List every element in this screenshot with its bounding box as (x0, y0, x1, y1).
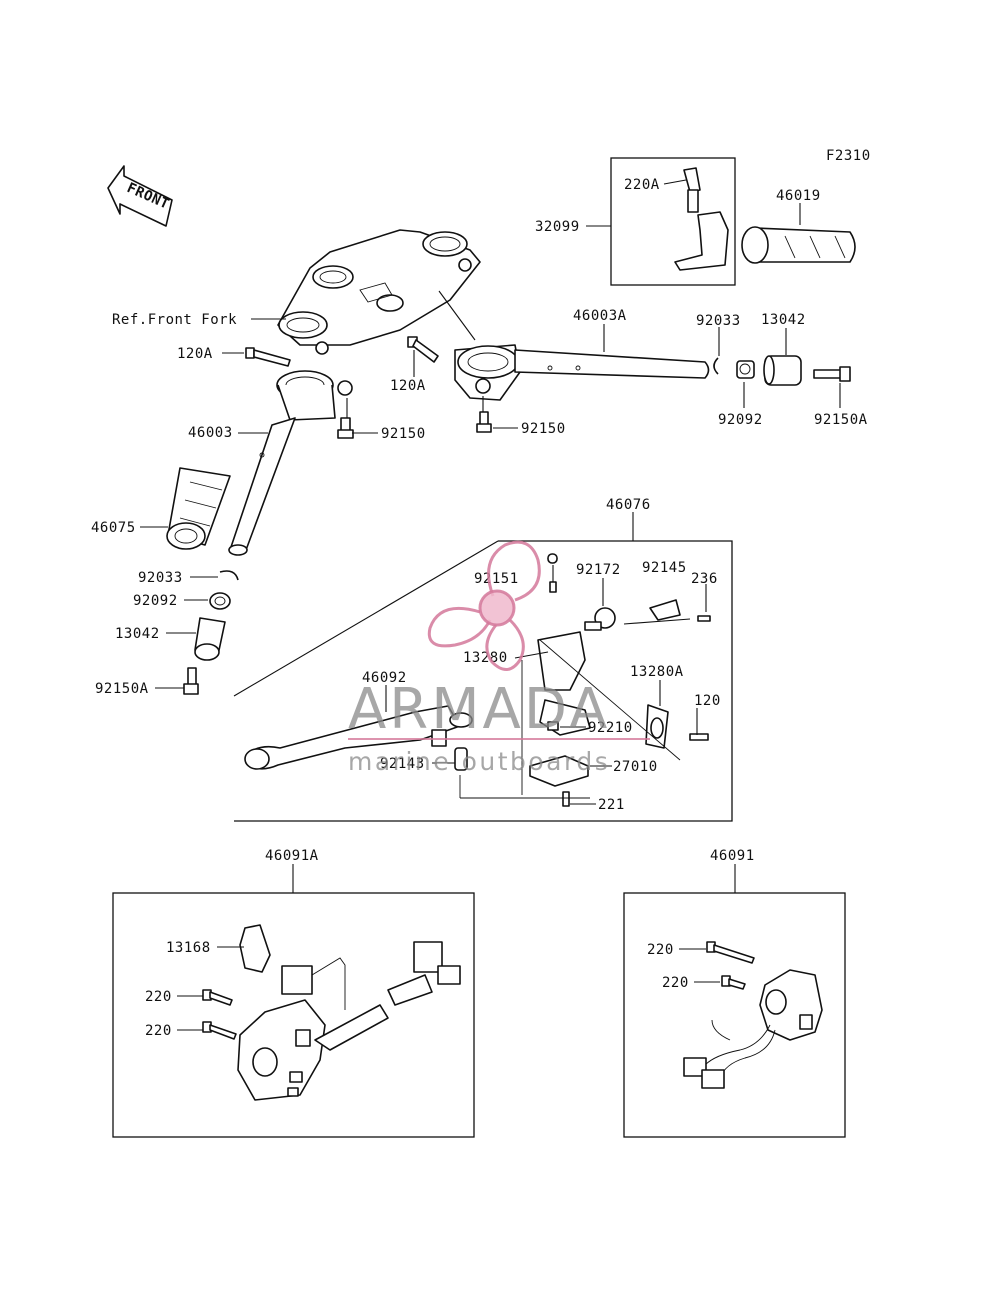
figure-code: F2310 (826, 148, 871, 164)
right-handlebar (454, 344, 710, 401)
label-46076: 46076 (606, 497, 651, 513)
label-46003A: 46003A (573, 308, 627, 324)
bolt-120A-center (407, 336, 439, 363)
label-220-a: 220 (145, 989, 172, 1005)
label-92151: 92151 (474, 571, 519, 587)
bolt-92150A-left (183, 667, 199, 695)
label-120: 120 (694, 693, 721, 709)
weight-13042-right (763, 355, 802, 386)
clutch-lever-assembly (244, 553, 711, 807)
label-92150-center: 92150 (521, 421, 566, 437)
label-92150A-left: 92150A (95, 681, 149, 697)
collar-92092-left (209, 592, 231, 610)
label-92033-left: 92033 (138, 570, 183, 586)
label-13042-left: 13042 (115, 626, 160, 642)
label-92145: 92145 (642, 560, 687, 576)
ref-front-fork-label: Ref.Front Fork (112, 312, 237, 328)
clutch-lever-box (234, 540, 733, 822)
label-46003: 46003 (188, 425, 233, 441)
bolt-92150-center (476, 411, 492, 433)
label-220-b: 220 (145, 1023, 172, 1039)
label-92092-left: 92092 (133, 593, 178, 609)
bolt-92150-left (337, 417, 354, 439)
watermark-brand: ARMADA (348, 677, 610, 742)
label-220A: 220A (624, 177, 660, 193)
label-236: 236 (691, 571, 718, 587)
label-46091A: 46091A (265, 848, 319, 864)
bolt-120A-left (245, 347, 291, 367)
part-labels: 220A 32099 46019 46003A 92033 13042 Ref.… (91, 177, 868, 1039)
label-220-d: 220 (662, 975, 689, 991)
label-92210: 92210 (588, 720, 633, 736)
label-92143: 92143 (380, 756, 425, 772)
label-32099: 32099 (535, 219, 580, 235)
label-13042-right: 13042 (761, 312, 806, 328)
label-221: 221 (598, 797, 625, 813)
leader-lines (140, 179, 841, 1031)
label-46091: 46091 (710, 848, 755, 864)
watermark: ARMADA marine outboards (348, 540, 650, 776)
label-27010: 27010 (613, 759, 658, 775)
label-13168: 13168 (166, 940, 211, 956)
label-46019: 46019 (776, 188, 821, 204)
label-92150-left: 92150 (381, 426, 426, 442)
label-92033-right: 92033 (696, 313, 741, 329)
label-220-c: 220 (647, 942, 674, 958)
label-13280: 13280 (463, 650, 508, 666)
label-120A-center: 120A (390, 378, 426, 394)
label-13280A: 13280A (630, 664, 684, 680)
front-arrow-icon: FRONT (107, 165, 173, 227)
bolt-92150A-right (813, 366, 851, 382)
label-92150A-right: 92150A (814, 412, 868, 428)
steering-stem-bracket (277, 229, 481, 355)
label-92172: 92172 (576, 562, 621, 578)
throttle-grip-32099 (674, 167, 729, 271)
propeller-logo-icon (427, 540, 541, 671)
watermark-tagline: marine outboards (348, 747, 610, 776)
throttle-box (610, 157, 736, 286)
collar-92092-right (736, 360, 755, 379)
grip-46075 (166, 467, 231, 550)
circlip-92033-right (713, 357, 719, 375)
clutch-box-diagonal (233, 540, 499, 697)
left-handlebar (228, 370, 353, 556)
left-switch-housing (202, 924, 461, 1101)
label-120A-left: 120A (177, 346, 213, 362)
circlip-92033-left (219, 570, 239, 581)
weight-13042-left (194, 617, 226, 661)
grip-46019 (741, 226, 856, 264)
label-46092: 46092 (362, 670, 407, 686)
label-92092-right: 92092 (718, 412, 763, 428)
label-46075: 46075 (91, 520, 136, 536)
right-switch-housing (683, 941, 823, 1089)
